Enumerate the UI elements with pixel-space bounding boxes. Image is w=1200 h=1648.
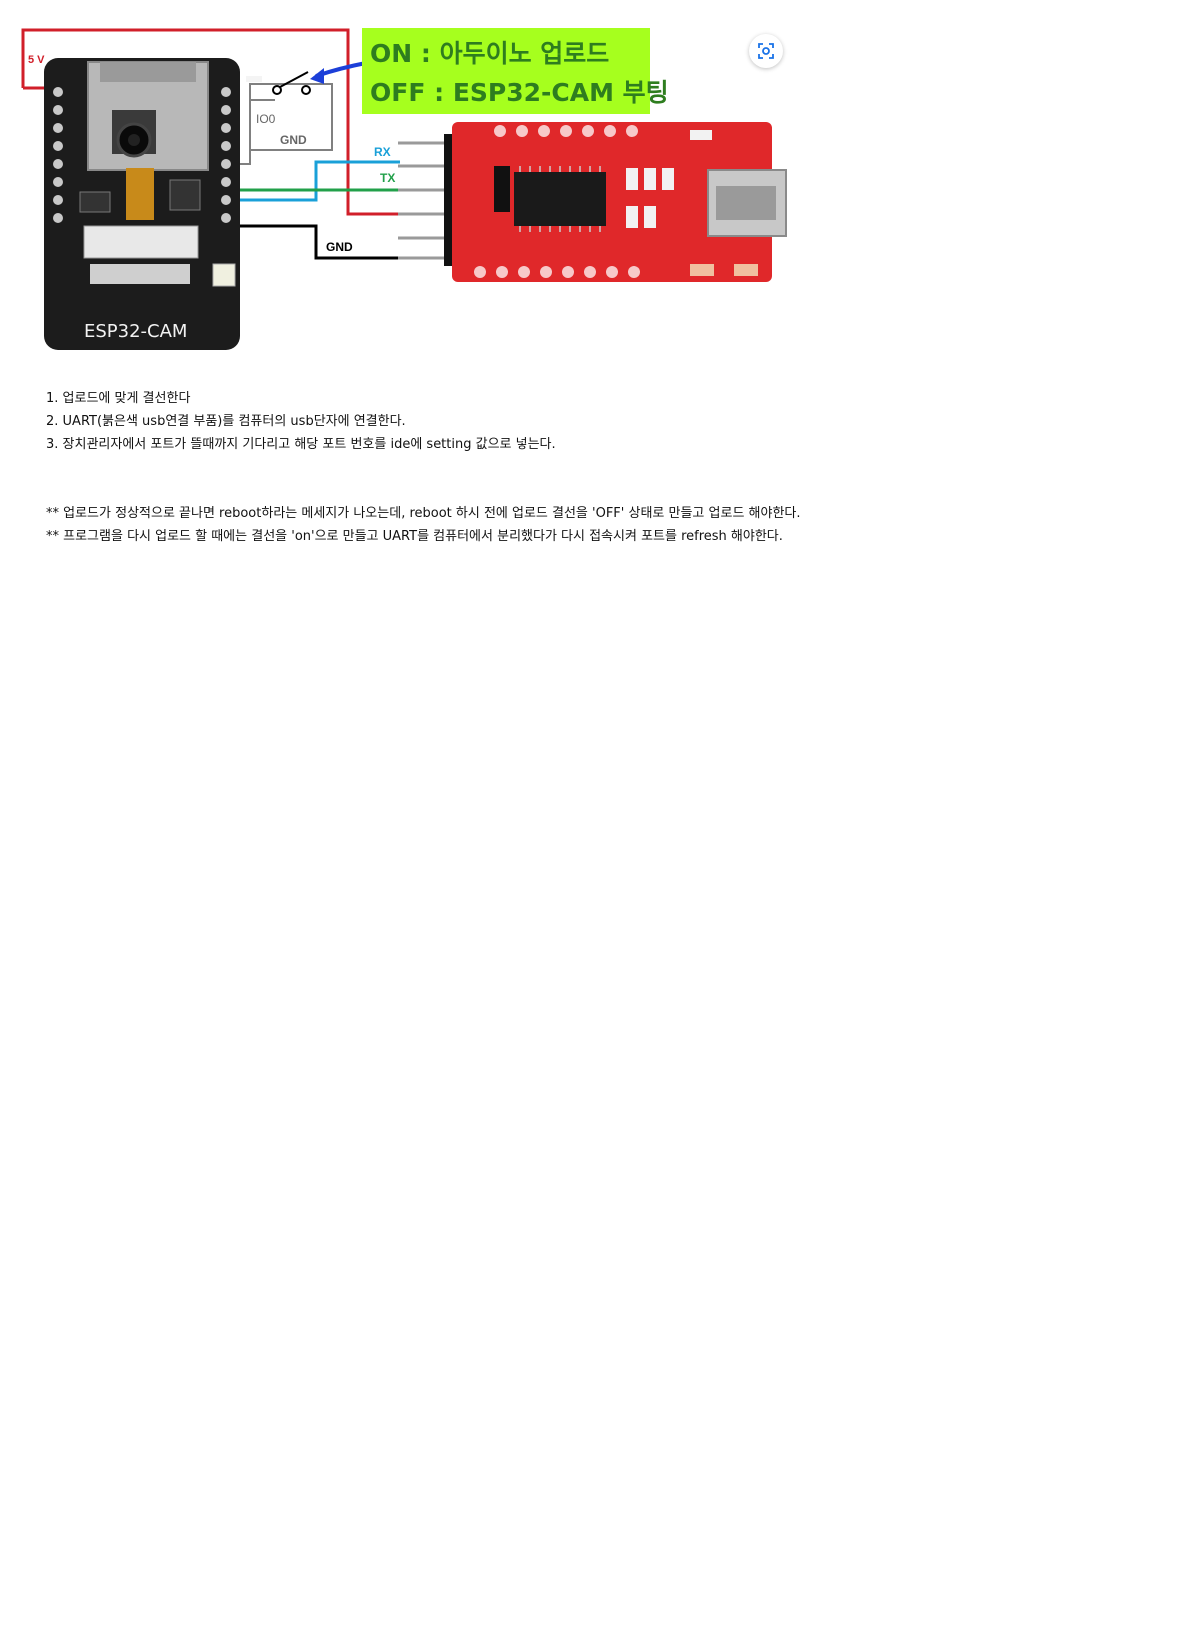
ftdi-bottom-pads xyxy=(474,266,640,278)
banner-line-on: ON : 아두이노 업로드 xyxy=(370,39,609,68)
voltage-jumper xyxy=(494,166,510,212)
spacer xyxy=(46,456,801,502)
wire-gnd xyxy=(240,224,420,260)
image-search-button[interactable] xyxy=(749,34,783,68)
tip-reboot: ** 업로드가 정상적으로 끝나면 reboot하라는 메세지가 나오는데, r… xyxy=(46,506,801,521)
label-io0: IO0 xyxy=(256,112,276,126)
wiring-diagram-svg: 5 V IO0 GND ON : 아두이노 업로드 OFF : ESP32-CA… xyxy=(21,28,787,350)
camera-ribbon xyxy=(126,168,154,220)
switch-contact-a xyxy=(272,85,282,95)
instruction-step-2: 2. UART(붉은색 usb연결 부품)를 컴퓨터의 usb단자에 연결한다. xyxy=(46,414,406,429)
wiring-diagram: 5 V IO0 GND ON : 아두이노 업로드 OFF : ESP32-CA… xyxy=(0,0,800,360)
switch-lever xyxy=(279,71,309,88)
label-gnd-wire: GND xyxy=(326,240,353,254)
wire-5v xyxy=(21,28,420,216)
board-name: ESP32-CAM xyxy=(84,321,187,342)
instruction-step-1: 1. 업로드에 맞게 결선한다 xyxy=(46,391,191,406)
fpc-connector xyxy=(83,225,199,259)
ftdi-header-pins xyxy=(398,141,452,260)
ftdi-chip xyxy=(514,172,606,226)
ftdi-top-pads xyxy=(494,125,638,137)
smd-components xyxy=(626,130,712,228)
label-switch-gnd: GND xyxy=(280,133,307,147)
left-pin-row xyxy=(53,87,63,223)
flash-led xyxy=(212,263,236,287)
instructions: 1. 업로드에 맞게 결선한다 2. UART(붉은색 usb연결 부품)를 컴… xyxy=(46,387,801,548)
label-5v: 5 V xyxy=(28,54,45,66)
tip-reupload: ** 프로그램을 다시 업로드 할 때에는 결선을 'on'으로 만들고 UAR… xyxy=(46,529,783,544)
ftdi-uart-board xyxy=(452,122,772,282)
image-search-icon xyxy=(758,43,774,59)
right-pin-row xyxy=(221,87,231,223)
switch-contact-b xyxy=(301,85,311,95)
label-rx: RX xyxy=(374,145,391,159)
wire-rx xyxy=(240,160,400,202)
instruction-step-3: 3. 장치관리자에서 포트가 뜰때까지 기다리고 해당 포트 번호를 ide에 … xyxy=(46,437,556,452)
mode-banner xyxy=(362,28,650,114)
banner-line-off: OFF : ESP32-CAM 부팅 xyxy=(370,78,669,107)
label-tx: TX xyxy=(380,171,395,185)
